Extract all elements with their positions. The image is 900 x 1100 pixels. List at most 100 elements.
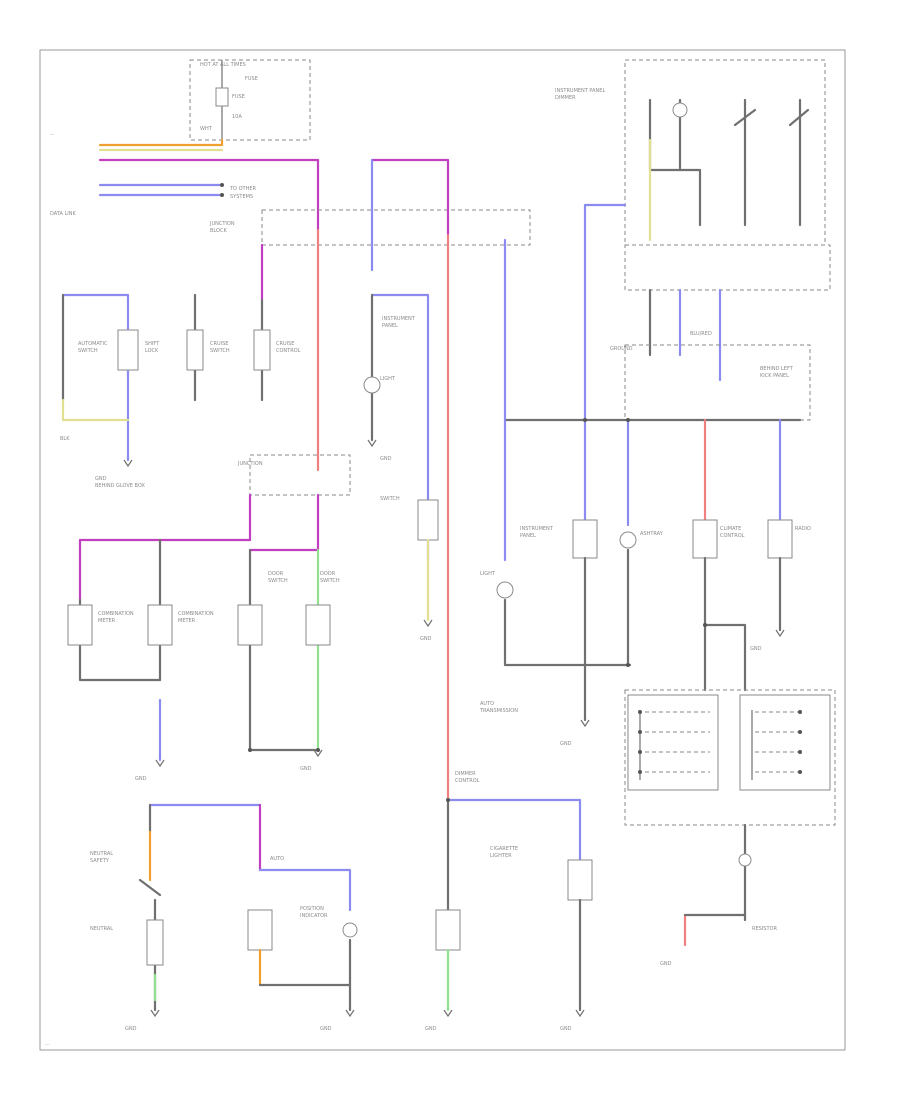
component-group-left-3: CRUISE CONTROL <box>253 298 301 402</box>
svg-text:CONTROL: CONTROL <box>720 533 745 539</box>
svg-text:LIGHT: LIGHT <box>480 571 496 577</box>
junction-dots <box>248 418 707 802</box>
svg-text:GND: GND <box>320 1026 332 1032</box>
svg-text:ASHTRAY: ASHTRAY <box>640 531 664 537</box>
component-group-right-2: INSTRUMENT PANEL GND <box>520 418 598 747</box>
component-group-lower-center-2: CIGARETTE LIGHTER GND <box>490 846 593 1032</box>
svg-text:GND: GND <box>560 741 572 747</box>
switch-component-2 <box>186 329 204 371</box>
svg-text:DOOR: DOOR <box>320 571 336 577</box>
svg-text:AUTO: AUTO <box>270 856 284 862</box>
module-component-5 <box>692 519 718 559</box>
svg-text:JUNCTION: JUNCTION <box>237 461 263 467</box>
junction-block-lower-right <box>624 689 836 826</box>
svg-text:NEUTRAL: NEUTRAL <box>90 926 113 932</box>
component-group-right-5: RADIO GND <box>750 418 811 652</box>
svg-text:CONTROL: CONTROL <box>455 778 480 784</box>
svg-text:INSTRUMENT: INSTRUMENT <box>382 316 416 322</box>
svg-text:BLOCK: BLOCK <box>210 228 227 234</box>
svg-text:INSTRUMENT PANEL: INSTRUMENT PANEL <box>555 88 605 94</box>
svg-text:GND: GND <box>135 776 147 782</box>
svg-text:SHIFT: SHIFT <box>145 341 160 347</box>
connector-table-2 <box>739 694 831 791</box>
svg-text:CRUISE: CRUISE <box>276 341 294 347</box>
svg-text:DIMMER: DIMMER <box>455 771 476 777</box>
component-group-right-4: CLIMATE CONTROL <box>692 418 745 692</box>
switch-component-4 <box>417 499 439 541</box>
svg-text:CRUISE: CRUISE <box>210 341 228 347</box>
svg-text:NEUTRAL: NEUTRAL <box>90 851 113 857</box>
svg-text:BEHIND GLOVE BOX: BEHIND GLOVE BOX <box>95 483 145 489</box>
svg-text:GND: GND <box>560 1026 572 1032</box>
svg-text:10A: 10A <box>232 114 242 120</box>
switch-component-6 <box>146 919 164 966</box>
svg-text:DIMMER: DIMMER <box>555 95 576 101</box>
svg-text:DATA LINK: DATA LINK <box>50 211 76 217</box>
harness-box-right <box>624 244 831 291</box>
svg-text:GND: GND <box>750 646 762 652</box>
svg-text:GND: GND <box>425 1026 437 1032</box>
svg-text:CLIMATE: CLIMATE <box>720 526 741 532</box>
module-component-8 <box>435 909 461 951</box>
component-group-left-2: CRUISE SWITCH <box>186 293 230 402</box>
svg-text:POSITION: POSITION <box>300 906 324 912</box>
svg-text:LIGHTER: LIGHTER <box>490 853 512 859</box>
junction-block-right <box>624 344 811 421</box>
svg-text:AUTOMATIC: AUTOMATIC <box>78 341 108 347</box>
svg-text:SYSTEMS: SYSTEMS <box>230 194 253 200</box>
switch-bank-top-right: INSTRUMENT PANEL DIMMER <box>555 88 810 227</box>
wire-black-right-lower <box>703 623 747 692</box>
svg-text:PANEL: PANEL <box>520 533 536 539</box>
svg-text:CIGARETTE: CIGARETTE <box>490 846 518 852</box>
component-group-mid-2: SWITCH GND <box>380 496 439 642</box>
module-component-3 <box>237 604 263 646</box>
svg-text:COMBINATION: COMBINATION <box>178 611 214 617</box>
switch-component-3 <box>253 329 271 371</box>
fuse-block-top-left: HOT AT ALL TIMES FUSE FUSE 10A WHT <box>189 59 311 141</box>
svg-text:FUSE: FUSE <box>232 94 245 100</box>
connector-right-1: GROUND BLU/RED <box>610 288 722 382</box>
wire-violet-mid-center <box>248 493 320 552</box>
svg-text:GND: GND <box>660 961 672 967</box>
svg-text:WHT: WHT <box>200 126 213 132</box>
module-component-1 <box>67 604 93 646</box>
component-group-lower-left-2: AUTO POSITION INDICATOR GND <box>247 856 358 1032</box>
svg-text:DOOR: DOOR <box>268 571 284 577</box>
wire-orange-top <box>98 138 224 147</box>
svg-text:TRANSMISSION: TRANSMISSION <box>479 708 518 714</box>
svg-text:AUTO: AUTO <box>480 701 494 707</box>
wire-violet-mid-left <box>78 493 252 542</box>
svg-text:...: ... <box>50 131 55 137</box>
module-component-9 <box>567 859 593 901</box>
component-group-left-4: COMBINATION METER COMBINATION METER GND <box>67 538 214 782</box>
instrument-cluster-top-right <box>624 59 826 246</box>
svg-text:RESISTOR: RESISTOR <box>752 926 777 932</box>
svg-text:FUSE: FUSE <box>245 76 258 82</box>
ground-symbols <box>123 439 785 1018</box>
component-group-right-1: LIGHT AUTO TRANSMISSION <box>479 418 632 714</box>
svg-text:METER: METER <box>98 618 116 624</box>
component-group-lower-left-1: NEUTRAL SAFETY NEUTRAL GND <box>90 803 164 1032</box>
lamp-component-2 <box>496 581 514 599</box>
svg-text:SAFETY: SAFETY <box>90 858 110 864</box>
svg-text:PANEL: PANEL <box>382 323 398 329</box>
lamp-component-1 <box>363 376 381 394</box>
svg-text:BEHIND LEFT: BEHIND LEFT <box>760 366 794 372</box>
component-group-right-3: ASHTRAY <box>619 418 664 667</box>
svg-text:KICK PANEL: KICK PANEL <box>760 373 789 379</box>
svg-text:SWITCH: SWITCH <box>78 348 98 354</box>
svg-text:GROUND: GROUND <box>610 346 633 352</box>
svg-text:COMBINATION: COMBINATION <box>98 611 134 617</box>
wire-blue-lower-center <box>446 798 582 862</box>
wire-violet-top <box>98 158 320 232</box>
svg-text:CONTROL: CONTROL <box>276 348 301 354</box>
component-group-lower-right: GND RESISTOR <box>660 823 777 967</box>
connector-table-1 <box>627 694 719 791</box>
svg-text:SWITCH: SWITCH <box>320 578 340 584</box>
component-group-lower-center-1: DIMMER CONTROL GND <box>425 771 480 1032</box>
svg-text:LOCK: LOCK <box>145 348 159 354</box>
svg-text:RADIO: RADIO <box>795 526 811 532</box>
switch-component-5 <box>572 519 598 559</box>
svg-text:GND: GND <box>420 636 432 642</box>
module-component-4 <box>305 604 331 646</box>
